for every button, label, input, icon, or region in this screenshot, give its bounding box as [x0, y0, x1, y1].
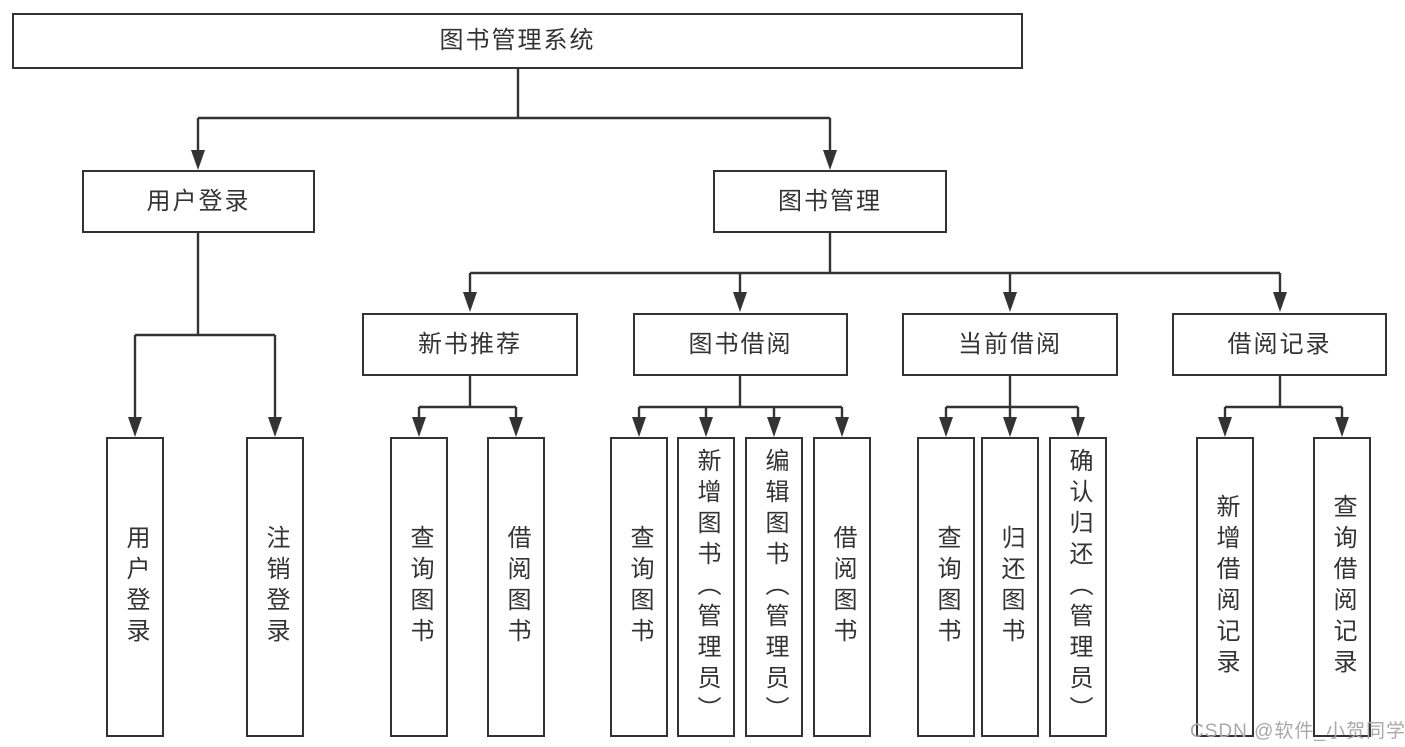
- node-new-book-recommend: 新书推荐: [362, 313, 578, 376]
- node-label: 用户登录: [146, 187, 251, 215]
- node-label: 查询图书: [626, 525, 653, 649]
- csdn-watermark: CSDN @软件_小贺同学: [1190, 721, 1405, 742]
- connector-root-to-level2: [191, 68, 837, 170]
- node-label: 图书管理系统: [439, 27, 596, 54]
- node-leaf-confirm-return-admin: 确认归还（管理员）: [1049, 437, 1107, 737]
- connector-borrow-records-children: [1218, 376, 1349, 437]
- node-label: 新增图书（管理员）: [693, 447, 720, 727]
- node-label: 图书借阅: [688, 330, 793, 358]
- connector-book-borrow-children: [632, 376, 849, 437]
- connector-book-management-children: [463, 233, 1287, 312]
- node-label: 当前借阅: [958, 330, 1062, 358]
- node-book-borrow: 图书借阅: [633, 313, 848, 376]
- node-leaf-return-books: 归还图书: [981, 437, 1039, 737]
- node-label: 图书管理: [778, 187, 882, 215]
- node-leaf-query-borrow-record: 查询借阅记录: [1313, 437, 1371, 737]
- node-label: 查询借阅记录: [1329, 494, 1356, 680]
- node-leaf-user-login: 用户登录: [106, 437, 164, 737]
- node-label: 用户登录: [122, 525, 149, 649]
- node-leaf-query-books-current: 查询图书: [917, 437, 975, 737]
- node-label: 查询图书: [406, 525, 433, 649]
- node-label: 查询图书: [933, 525, 960, 649]
- node-leaf-query-books-recommend: 查询图书: [390, 437, 448, 737]
- node-leaf-query-books-borrow: 查询图书: [610, 437, 668, 737]
- node-label: 注销登录: [262, 525, 289, 649]
- node-leaf-borrow-books: 借阅图书: [813, 437, 871, 737]
- node-label: 新书推荐: [418, 330, 522, 358]
- node-label: 借阅图书: [829, 525, 856, 649]
- node-label: 新增借阅记录: [1212, 494, 1239, 680]
- node-label: 编辑图书（管理员）: [761, 447, 788, 727]
- node-label: 确认归还（管理员）: [1065, 447, 1092, 727]
- node-leaf-add-borrow-record: 新增借阅记录: [1196, 437, 1254, 737]
- node-label: 借阅图书: [503, 525, 530, 649]
- node-leaf-logout: 注销登录: [246, 437, 304, 737]
- node-label: 借阅记录: [1227, 330, 1332, 358]
- connector-new-book-recommend-children: [412, 376, 523, 437]
- node-library-management-system: 图书管理系统: [12, 13, 1023, 69]
- node-label: 归还图书: [997, 525, 1024, 649]
- node-borrow-records: 借阅记录: [1172, 313, 1387, 376]
- node-leaf-edit-books-admin: 编辑图书（管理员）: [745, 437, 803, 737]
- node-book-management: 图书管理: [713, 170, 947, 233]
- node-leaf-borrow-books-recommend: 借阅图书: [487, 437, 545, 737]
- node-current-borrow: 当前借阅: [902, 313, 1118, 376]
- connector-user-login-children: [128, 233, 282, 437]
- node-user-login: 用户登录: [82, 170, 315, 233]
- connector-current-borrow-children: [939, 376, 1085, 437]
- node-leaf-add-books-admin: 新增图书（管理员）: [677, 437, 735, 737]
